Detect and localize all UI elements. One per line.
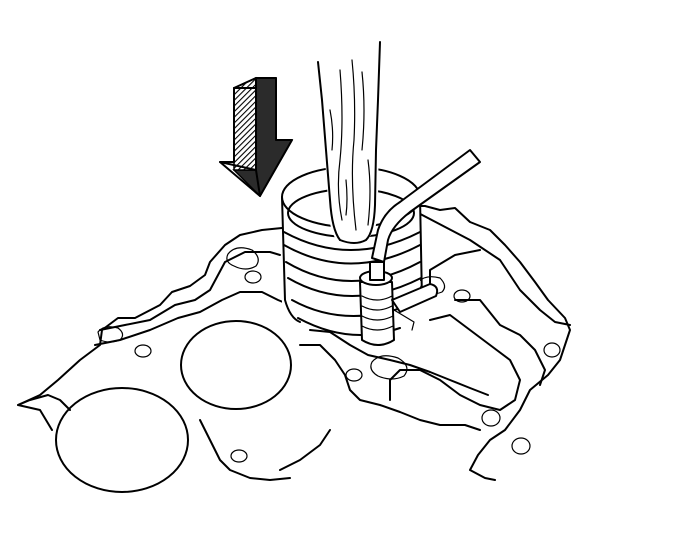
coolant-slot (370, 355, 408, 380)
compressor-stripe (285, 261, 421, 282)
compressor-stripe (287, 277, 422, 297)
deck-front-edge-2 (309, 329, 489, 396)
compressor-band-right (419, 196, 423, 301)
coolant-slot (226, 247, 259, 270)
bolt-hole (511, 437, 531, 455)
deck-lower-left (17, 394, 331, 481)
clamp-lever-detail (393, 309, 415, 331)
arrow-down-icon (219, 76, 294, 198)
sleeve-knurl (361, 295, 393, 301)
block-side-casting (389, 205, 571, 411)
bolt-hole (230, 449, 248, 463)
gasket-inner-edge (94, 291, 291, 346)
deck-front-edge (299, 344, 481, 431)
key-neck (369, 261, 385, 281)
sleeve-knurl (361, 305, 393, 311)
cylinder-bore-left (55, 387, 189, 493)
cylinder-bore-middle (180, 320, 292, 410)
key-sleeve (359, 281, 395, 346)
arrow-outline (219, 77, 293, 197)
hammer-handle (317, 41, 381, 245)
bolt-hole (481, 409, 501, 427)
coolant-slot (97, 326, 124, 343)
cylinder-block-deck (17, 205, 571, 493)
wood-grain (351, 59, 357, 231)
wood-grain (337, 69, 343, 221)
bolt-hole (134, 344, 152, 358)
compressor-stripe (283, 231, 421, 251)
arrow-face (233, 76, 257, 171)
handle-left-edge (317, 61, 341, 241)
compressor-stripe (283, 244, 421, 265)
wood-grain (345, 179, 348, 216)
arrow-edge (219, 161, 261, 197)
key-bar (371, 149, 481, 263)
bolt-hole (345, 368, 363, 382)
bolt-hole (543, 342, 561, 358)
gasket-edge-upper (99, 251, 281, 331)
handle-right-edge (339, 41, 381, 244)
compressor-band-left (281, 196, 301, 323)
bolt-hole (453, 289, 471, 303)
wood-grain (361, 71, 365, 151)
wood-grain (367, 159, 371, 226)
bolt-hole (244, 270, 262, 284)
compressor-ratchet-key (359, 149, 481, 346)
clamp-lever (391, 283, 439, 313)
deck-outline (17, 205, 571, 481)
sleeve-knurl (361, 315, 394, 321)
wood-grain (329, 109, 334, 151)
sleeve-knurl (361, 325, 394, 331)
